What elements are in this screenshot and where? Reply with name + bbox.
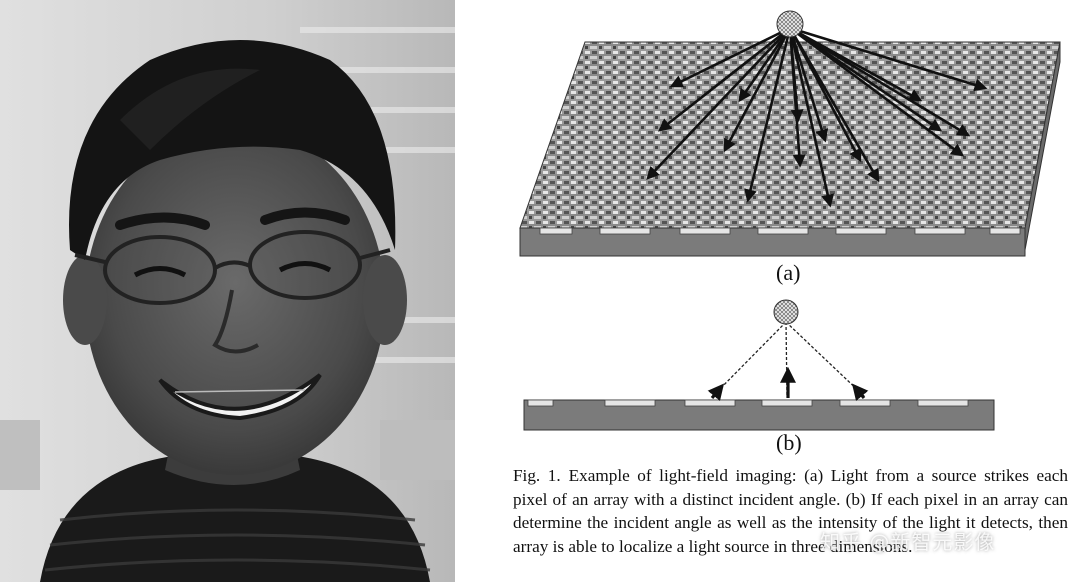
caption-figure-number: Fig. 1. <box>513 466 561 485</box>
caption-text: Example of light-field imaging: (a) Ligh… <box>513 466 1068 556</box>
panel-b-label: (b) <box>776 430 802 455</box>
figure-a-diagram <box>519 10 1061 257</box>
substrate <box>523 399 995 431</box>
chip-surface <box>519 41 1061 229</box>
portrait-illustration <box>0 0 455 582</box>
figure-caption: Fig. 1.Example of light-field imaging: (… <box>513 464 1068 558</box>
light-source-icon-b <box>773 299 799 325</box>
light-source-icon <box>776 10 804 38</box>
panel-a-label: (a) <box>776 260 801 285</box>
watermark: 知乎 @新智元影像 <box>820 530 996 554</box>
figure-b-diagram <box>523 299 995 431</box>
portrait-photo <box>0 0 455 582</box>
light-rays <box>646 26 988 208</box>
